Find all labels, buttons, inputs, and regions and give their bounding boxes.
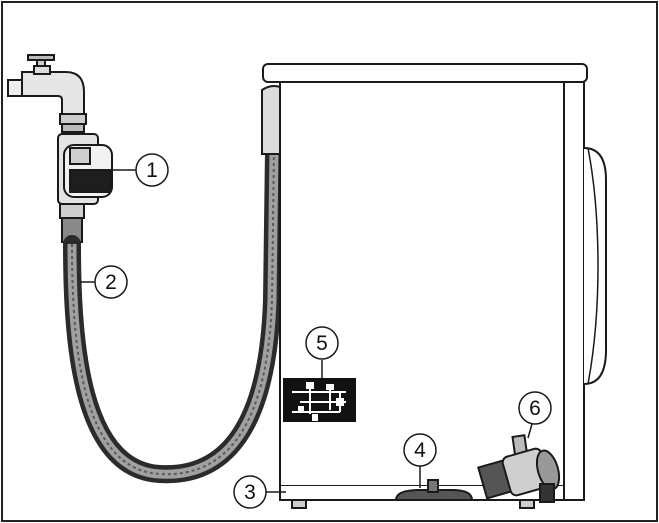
callout-leaders — [80, 169, 533, 493]
callout-1: 1 — [135, 153, 169, 187]
inlet-hose — [63, 141, 283, 484]
circuit-diagram-label — [283, 378, 356, 422]
callout-3-label: 3 — [244, 481, 256, 504]
callout-2-label: 2 — [105, 271, 117, 294]
callout-5-label: 5 — [316, 332, 328, 355]
callout-6-label: 6 — [529, 397, 541, 420]
callout-3: 3 — [233, 475, 267, 509]
callout-4-label: 4 — [414, 439, 426, 462]
callout-2: 2 — [94, 265, 128, 299]
appliance-body — [262, 63, 607, 501]
drain-cap — [394, 479, 474, 501]
callout-1-label: 1 — [146, 159, 158, 182]
water-stop-valve — [57, 133, 113, 243]
leader-6 — [527, 423, 533, 439]
drain-pump — [477, 434, 561, 503]
callout-4: 4 — [403, 433, 437, 467]
callout-5: 5 — [305, 326, 339, 360]
water-tap — [7, 54, 87, 133]
callout-6: 6 — [518, 391, 552, 425]
